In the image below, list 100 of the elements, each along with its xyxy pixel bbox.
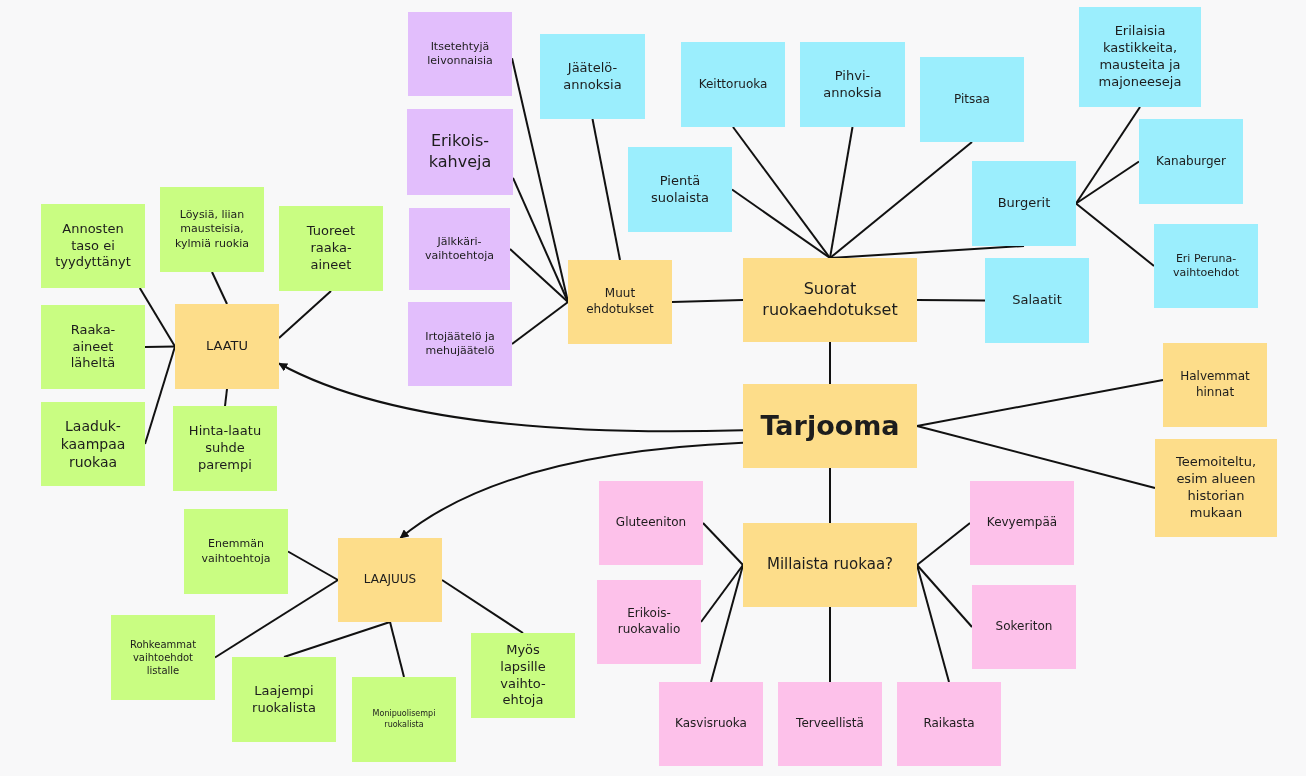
sticky-note (800, 42, 905, 127)
note-text: Annosten taso ei tyydyttänyt (54, 220, 132, 272)
note-text: Tuoreet raaka-aineet (305, 223, 357, 274)
sticky-note (408, 12, 512, 96)
note-text: Hinta-laatu suhde parempi (187, 423, 263, 474)
sticky-note (985, 258, 1089, 343)
connector-line (591, 118, 621, 261)
sticky-note (972, 161, 1076, 246)
sticky-note (1163, 343, 1267, 427)
connector-line (389, 621, 405, 678)
note-text: Enemmän vaihtoehtoja (200, 537, 272, 566)
sticky-note (1139, 119, 1243, 204)
connector-line (916, 299, 986, 302)
note-text: Itsetehtyjä leivonnaisia (426, 39, 494, 69)
note-text: Suorat ruokaehdotukset (761, 279, 899, 321)
connector-line (710, 564, 744, 683)
note-text: Burgerit (997, 195, 1051, 212)
sticky-note (681, 42, 785, 127)
note-text: Laaduk-kaampaa ruokaa (59, 416, 127, 472)
sticky-note (232, 657, 336, 742)
note-text: LAATU (205, 338, 249, 355)
connector-line (916, 564, 973, 628)
note-text: LAAJUUS (363, 572, 417, 588)
connector-line (214, 579, 339, 659)
connector-line (1075, 160, 1140, 205)
connector-line (283, 621, 391, 658)
sticky-note (1079, 7, 1201, 107)
connector-line (829, 467, 831, 524)
note-text: Teemoiteltu, esim alueen historian mukaan (1174, 454, 1258, 522)
sticky-note (743, 523, 917, 607)
connector-line (702, 522, 744, 566)
connector-line (829, 606, 831, 683)
connector-line (731, 188, 831, 259)
sticky-note (41, 204, 145, 288)
sticky-note (970, 481, 1074, 565)
sticky-note (743, 258, 917, 342)
note-text: Monipuolisempi ruokalista (371, 709, 437, 730)
note-text: Eri Peruna-vaihtoehdot (1171, 251, 1241, 281)
sticky-note (173, 406, 277, 491)
sticky-note (175, 304, 279, 389)
note-text: Sokeriton (995, 619, 1053, 635)
note-text: Erikois-kahveja (427, 131, 493, 173)
note-text: Myös lapsille vaihto-ehtoja (499, 641, 547, 710)
note-text: Halvemmat hinnat (1179, 369, 1251, 401)
connector-line (287, 550, 339, 581)
note-text: Kevyempää (986, 515, 1058, 531)
sticky-note (41, 305, 145, 389)
sticky-note (778, 682, 882, 766)
arrow (399, 441, 744, 539)
connector-line (916, 522, 971, 566)
sticky-note (659, 682, 763, 766)
sticky-note (597, 580, 701, 664)
sticky-note (1155, 439, 1277, 537)
connector-line (509, 248, 569, 303)
sticky-note (743, 384, 917, 468)
sticky-note (352, 677, 456, 762)
sticky-note (41, 402, 145, 486)
note-text: Raikasta (923, 716, 975, 732)
note-text: Laajempi ruokalista (251, 682, 317, 717)
sticky-note (184, 509, 288, 594)
sticky-note (972, 585, 1076, 669)
note-text: Erikois-ruokavalio (616, 606, 682, 638)
note-text: Raaka-aineet läheltä (69, 321, 117, 373)
connector-line (511, 301, 569, 345)
note-text: Erilaisia kastikkeita, mausteita ja majoneeseja (1097, 23, 1183, 91)
connector-line (732, 126, 831, 259)
note-text: Tarjooma (760, 409, 900, 444)
connector-line (144, 345, 176, 348)
connector-line (829, 126, 854, 259)
connector-line (916, 425, 1156, 489)
connector-line (278, 290, 332, 339)
sticky-note (407, 109, 513, 195)
connector-line (829, 245, 1025, 259)
sticky-note (568, 260, 672, 344)
note-text: Kasvisruoka (675, 716, 747, 732)
sticky-note (409, 208, 510, 290)
note-text: Keittoruoka (698, 76, 768, 93)
connector-line (1075, 202, 1155, 267)
sticky-note (540, 34, 645, 119)
arrow (278, 362, 744, 433)
sticky-note (471, 633, 575, 718)
note-text: Löysiä, liian mausteisia, kylmiä ruokia (174, 208, 250, 251)
sticky-note (338, 538, 442, 622)
sticky-note (628, 147, 732, 232)
note-text: Pihvi-annoksia (822, 67, 883, 102)
sticky-note (160, 187, 264, 272)
note-text: Muut ehdotukset (585, 286, 655, 318)
sticky-note (1154, 224, 1258, 308)
note-text: Gluteeniton (615, 515, 687, 531)
connector-line (441, 579, 524, 634)
sticky-note (408, 302, 512, 386)
note-text: Pientä suolaista (650, 172, 710, 207)
connector-line (224, 388, 228, 407)
note-text: Pitsaa (954, 91, 990, 108)
note-text: Jälkkäri-vaihtoehtoja (424, 234, 495, 264)
note-text: Salaatit (1012, 292, 1062, 309)
connector-line (916, 378, 1164, 427)
connector-line (700, 564, 744, 623)
connector-line (671, 299, 744, 303)
sticky-note (599, 481, 703, 565)
